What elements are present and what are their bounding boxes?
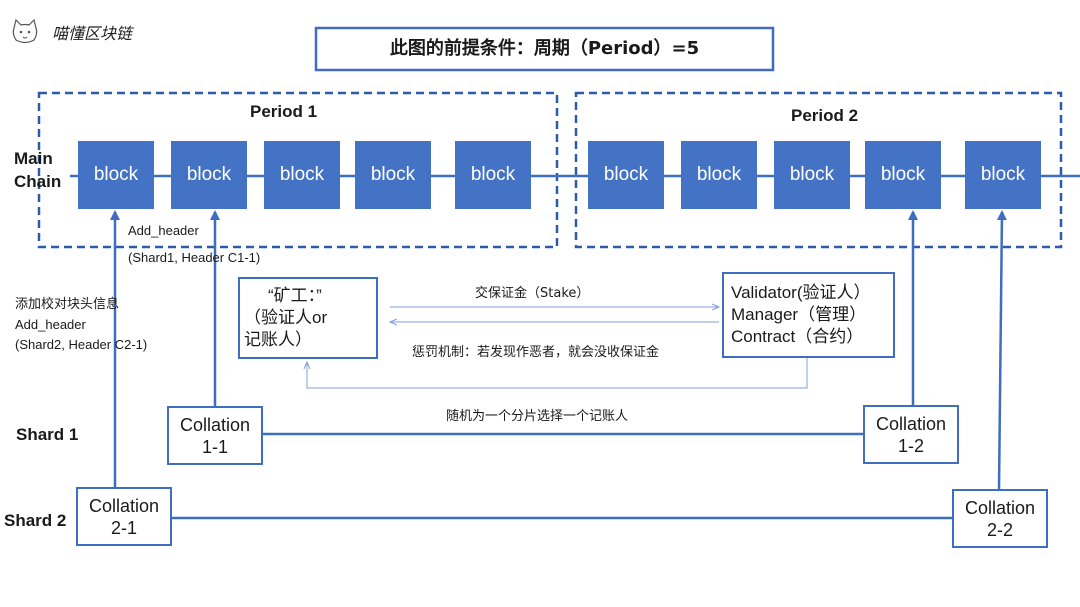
collation-2-2-title: Collation [964, 497, 1036, 518]
collation-2-1-id: 2-1 [110, 517, 137, 538]
collation-1-1-title: Collation [179, 414, 251, 435]
validator-box-line-2: Manager（管理） [731, 305, 867, 324]
main-chain-label-line2: Chain [14, 172, 62, 191]
add-header-2-detail: (Shard2, Header C2-1) [15, 337, 148, 352]
period-2-frame [574, 91, 1063, 249]
collation-2-2-id: 2-2 [986, 519, 1013, 540]
block-6: block [588, 141, 664, 209]
random-select-arrow [307, 358, 808, 389]
block-7: block [681, 141, 757, 209]
collation-2-1: Collation 2-1 [76, 487, 172, 546]
miner-box: “矿工：” （验证人or 记账人） [238, 277, 378, 359]
validator-box-line-3: Contract（合约） [731, 327, 864, 346]
period-1-frame [37, 91, 559, 249]
add-check-header-label: 添加校对块头信息 [15, 297, 120, 312]
random-select-label: 随机为一个分片选择一个记账人 [446, 409, 629, 424]
arrow-c22-to-block10 [996, 210, 1007, 490]
validator-box-line-1: Validator(验证人） [731, 283, 871, 302]
collation-1-1: Collation 1-1 [167, 406, 263, 465]
shard-2-label: Shard 2 [4, 511, 67, 530]
collation-1-2-id: 1-2 [897, 435, 924, 456]
block-10: block [965, 141, 1041, 209]
page-title: 此图的前提条件：周期（Period）=5 [389, 38, 700, 59]
collation-1-2: Collation 1-2 [863, 405, 959, 464]
miner-box-line-3: 记账人） [244, 330, 312, 349]
stake-label: 交保证金（Stake） [475, 286, 590, 301]
block-5: block [455, 141, 531, 209]
miner-box-line-2: （验证人or [244, 308, 328, 327]
block-3: block [264, 141, 340, 209]
period-2-label: Period 2 [791, 106, 859, 125]
block-1: block [78, 141, 154, 209]
shard-1-label: Shard 1 [16, 425, 79, 444]
add-header-2-label: Add_header [15, 317, 86, 332]
collation-1-1-id: 1-1 [201, 436, 228, 457]
logo: 喵懂区块链 [10, 18, 132, 46]
logo-text: 喵懂区块链 [52, 24, 133, 43]
main-chain-label-line1: Main [14, 149, 53, 168]
period-1-label: Period 1 [250, 102, 318, 121]
collation-2-2: Collation 2-2 [952, 489, 1048, 548]
block-2: block [171, 141, 247, 209]
validator-box: Validator(验证人） Manager（管理） Contract（合约） [722, 272, 895, 358]
block-9: block [865, 141, 941, 209]
miner-box-line-1: “矿工：” [268, 286, 322, 305]
title-frame [314, 26, 775, 72]
block-8: block [774, 141, 850, 209]
collation-2-1-title: Collation [88, 495, 160, 516]
penalty-label: 惩罚机制：若发现作恶者，就会没收保证金 [412, 345, 660, 360]
cat-face-icon [12, 18, 38, 44]
block-4: block [355, 141, 431, 209]
add-header-1-detail: (Shard1, Header C1-1) [128, 250, 261, 265]
add-header-1-label: Add_header [128, 223, 199, 238]
collation-1-2-title: Collation [875, 413, 947, 434]
